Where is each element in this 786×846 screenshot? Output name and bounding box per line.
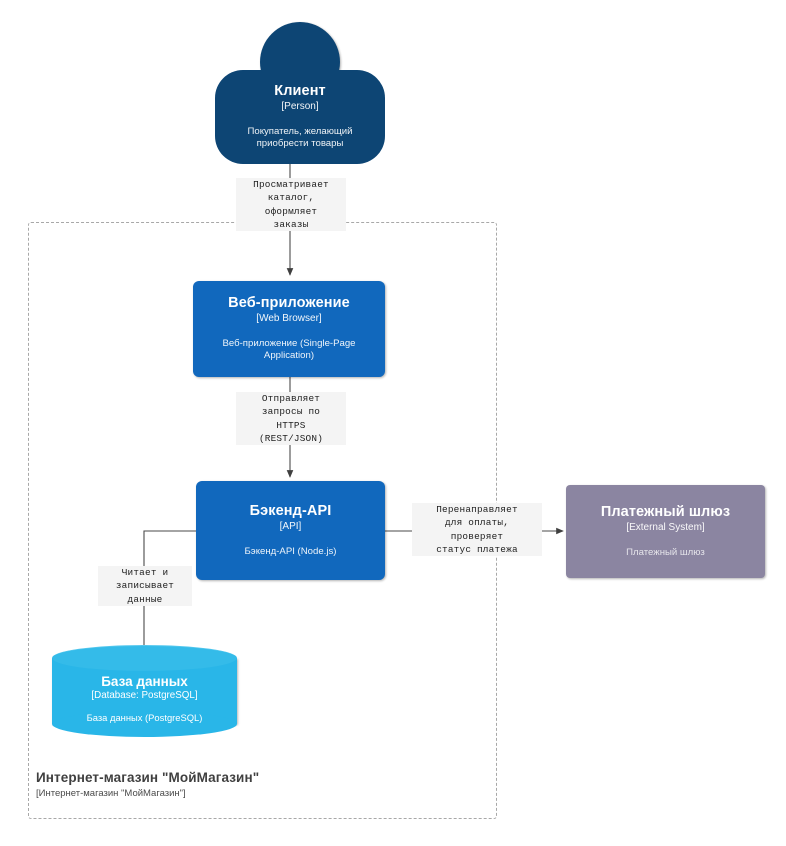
database-cylinder-top	[52, 645, 237, 671]
webapp-description: Веб-приложение (Single-Page Application)	[222, 337, 356, 362]
database-description: База данных (PostgreSQL)	[86, 711, 203, 723]
backend-title: Бэкенд-API	[249, 502, 332, 519]
node-payment-gateway[interactable]: Платежный шлюз [External System] Платежн…	[566, 485, 765, 578]
person-title: Клиент	[274, 83, 326, 100]
webapp-title: Веб-приложение	[228, 295, 350, 312]
node-webapp[interactable]: Веб-приложение [Web Browser] Веб-приложе…	[193, 281, 385, 377]
edge-label-webapp-to-backend: Отправляет запросы по HTTPS (REST/JSON)	[236, 392, 346, 446]
node-backend-api[interactable]: Бэкенд-API [API] Бэкенд-API (Node.js)	[196, 481, 385, 580]
payment-title: Платежный шлюз	[600, 503, 731, 520]
backend-type: [API]	[279, 521, 302, 533]
database-type: [Database: PostgreSQL]	[91, 689, 198, 701]
node-person-client[interactable]: Клиент [Person] Покупатель, желающий при…	[215, 22, 385, 164]
person-description: Покупатель, желающий приобрести товары	[247, 125, 353, 150]
person-type: [Person]	[281, 101, 319, 113]
boundary-label: Интернет-магазин "МойМагазин"	[36, 770, 260, 785]
node-database[interactable]: База данных [Database: PostgreSQL] База …	[52, 645, 237, 737]
database-title: База данных	[101, 673, 188, 689]
payment-description: Платежный шлюз	[626, 546, 705, 558]
edge-label-backend-to-payment: Перенаправляет для оплаты, проверяет ста…	[412, 503, 542, 557]
backend-description: Бэкенд-API (Node.js)	[244, 545, 337, 557]
database-text-block: База данных [Database: PostgreSQL] База …	[52, 669, 237, 727]
database-cylinder-bottom	[52, 711, 237, 737]
person-text-block: Клиент [Person] Покупатель, желающий при…	[215, 70, 385, 164]
edge-label-person-to-webapp: Просматривает каталог, оформляет заказы	[236, 178, 346, 232]
edge-label-backend-to-database: Читает и записывает данные	[98, 566, 192, 607]
webapp-type: [Web Browser]	[256, 313, 322, 325]
payment-type: [External System]	[626, 522, 705, 534]
person-body	[215, 70, 385, 164]
boundary-sublabel: [Интернет-магазин "МойМагазин"]	[36, 788, 186, 799]
